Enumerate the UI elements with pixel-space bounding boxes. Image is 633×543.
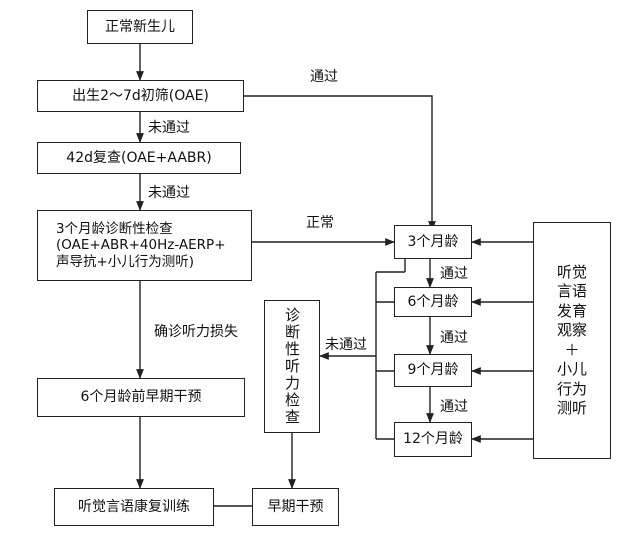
label-not-pass-side: 未通过 — [325, 337, 367, 353]
node-age-6m: 6个月龄 — [394, 287, 472, 317]
node-age-9m: 9个月龄 — [394, 354, 472, 387]
side-line-4: 观察 — [556, 321, 587, 339]
side-line-1: 听觉 — [556, 262, 587, 281]
label-not-pass-1: 未通过 — [148, 120, 190, 136]
side-line-2: 言语 — [556, 282, 587, 300]
label-confirmed-loss: 确诊听力损失 — [154, 324, 238, 340]
node-initial-screen: 出生2～7d初筛(OAE) — [37, 80, 244, 112]
side-line-6: 小儿 — [556, 360, 587, 378]
side-line-8: 测听 — [556, 399, 587, 417]
node-recheck-42d: 42d复查(OAE+AABR) — [37, 142, 241, 174]
node-early-intervention: 早期干预 — [252, 488, 339, 526]
side-line-7: 行为 — [556, 379, 587, 398]
node-normal-newborn: 正常新生儿 — [87, 10, 193, 44]
node-age-12m: 12个月龄 — [394, 422, 472, 457]
label-normal: 正常 — [306, 215, 334, 231]
label-pass-6: 通过 — [440, 266, 468, 282]
node-side-observation: 听觉 言语 发育 观察 ＋ 小儿 行为 测听 — [533, 222, 611, 459]
node-diag-3m-line1: 3个月龄诊断性检查 — [56, 221, 173, 238]
node-age-3m: 3个月龄 — [394, 225, 472, 259]
node-diag-hearing-test: 诊断性听力检查 — [264, 300, 320, 433]
node-diag-3m-line2: (OAE+ABR+40Hz-AERP+ — [56, 237, 226, 254]
label-pass-12: 通过 — [440, 399, 468, 415]
edge-screen-pass — [244, 95, 436, 231]
label-pass-9: 通过 — [440, 330, 468, 346]
side-line-5: ＋ — [564, 340, 580, 359]
label-pass-top: 通过 — [310, 69, 338, 85]
node-diag-hearing-test-text: 诊断性听力检查 — [283, 307, 301, 426]
label-not-pass-2: 未通过 — [148, 185, 190, 201]
side-line-3: 发育 — [556, 301, 587, 320]
node-diag-3m: 3个月龄诊断性检查 (OAE+ABR+40Hz-AERP+ 声导抗+小儿行为测听… — [37, 210, 252, 281]
node-early-intervention-6m: 6个月龄前早期干预 — [37, 378, 245, 417]
node-rehab-training: 听觉言语康复训练 — [54, 488, 214, 526]
node-diag-3m-line3: 声导抗+小儿行为测听) — [56, 253, 195, 270]
